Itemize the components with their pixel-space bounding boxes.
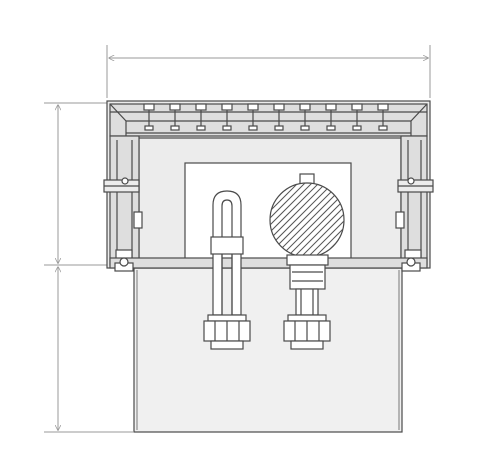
hatch-line — [293, 183, 344, 257]
hatch-line — [300, 183, 344, 257]
hanger — [325, 103, 337, 131]
hanger — [247, 103, 259, 131]
hanger — [351, 103, 363, 131]
dimension-lines — [44, 45, 431, 433]
top-rail — [109, 103, 428, 137]
bolt-icon — [407, 177, 415, 185]
hanger — [143, 103, 155, 131]
hatch-line — [314, 183, 344, 257]
hatch-line — [270, 183, 327, 257]
width-dimension — [106, 45, 431, 98]
left-side-frame — [103, 135, 143, 266]
bolt-icon — [119, 257, 129, 267]
right-fitting — [283, 314, 331, 350]
lower-box — [133, 267, 403, 433]
hanger — [169, 103, 181, 131]
right-side-frame — [395, 135, 434, 266]
hatch-line — [270, 183, 306, 257]
bolt-icon — [121, 177, 129, 185]
pipe-collar — [210, 236, 244, 255]
gauge — [269, 173, 345, 316]
hatch-line — [286, 183, 344, 257]
hanger — [299, 103, 311, 131]
hatch-line — [270, 183, 320, 257]
hatch-line — [270, 183, 299, 257]
hanger — [221, 103, 233, 131]
hanger — [377, 103, 389, 131]
hanger — [195, 103, 207, 131]
upper-height-dimension — [44, 102, 110, 266]
hanger — [273, 103, 285, 131]
left-fitting — [203, 314, 251, 350]
hatch-line — [307, 183, 344, 257]
lower-height-dimension — [44, 267, 133, 433]
hanger-row — [143, 103, 389, 131]
bottom-rail — [109, 257, 428, 272]
hatch-line — [321, 183, 344, 257]
bolt-icon — [406, 257, 416, 267]
hatch-line — [270, 183, 313, 257]
